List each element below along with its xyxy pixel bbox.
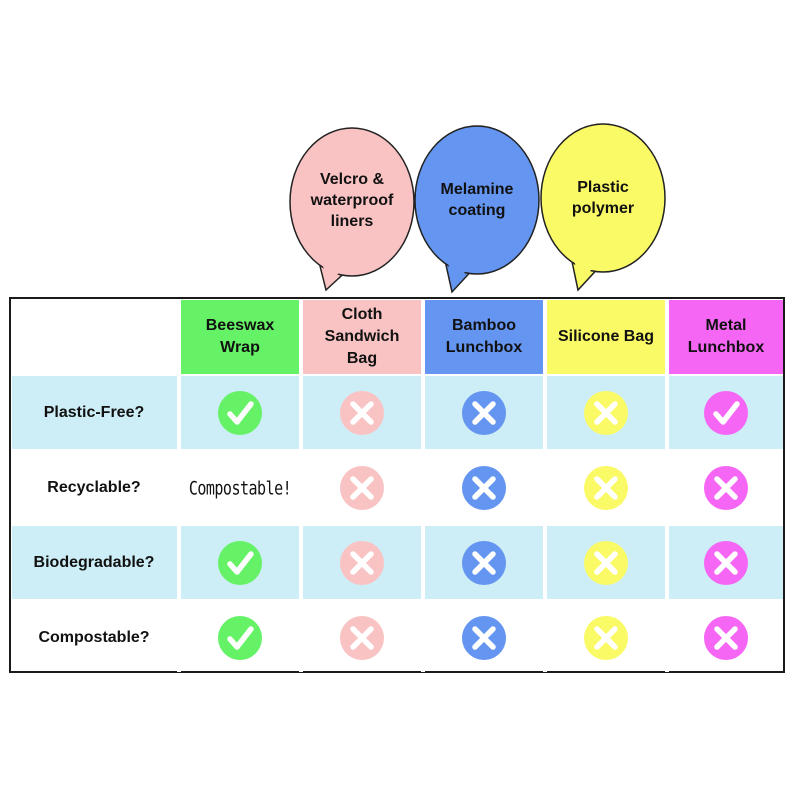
row-label-plastic-free: Plastic-Free? xyxy=(43,403,145,421)
cross-icon xyxy=(462,465,506,510)
cell-cross xyxy=(303,526,421,599)
cell-cross xyxy=(669,451,783,524)
cell-cross xyxy=(547,601,665,674)
speech-bubble-shape xyxy=(289,127,415,277)
cross-icon xyxy=(704,540,748,585)
cell-note: Compostable! xyxy=(181,451,299,524)
row-label-recyclable: Recyclable? xyxy=(47,478,141,496)
handwritten-note: Compostable! xyxy=(188,476,292,499)
cross-icon xyxy=(462,540,506,585)
column-divider xyxy=(543,376,547,672)
cross-icon xyxy=(584,540,628,585)
row-background xyxy=(12,376,783,449)
cross-icon xyxy=(340,540,384,585)
cross-icon xyxy=(704,465,748,510)
cross-icon xyxy=(584,615,628,660)
cell-cross xyxy=(547,451,665,524)
cell-cross xyxy=(303,601,421,674)
cross-icon xyxy=(584,465,628,510)
header-silicone-bag: Silicone Bag xyxy=(547,300,665,374)
cross-icon xyxy=(584,390,628,435)
speech-bubble-silicone xyxy=(540,123,666,292)
cross-icon xyxy=(462,390,506,435)
column-divider xyxy=(665,376,669,672)
check-icon xyxy=(704,390,748,435)
cell-check xyxy=(181,601,299,674)
row-label-compostable: Compostable? xyxy=(38,628,150,646)
cell-cross xyxy=(425,526,543,599)
speech-bubble-shape xyxy=(540,123,666,273)
cell-cross xyxy=(669,526,783,599)
cell-cross xyxy=(547,526,665,599)
cross-icon xyxy=(704,615,748,660)
check-icon xyxy=(218,390,262,435)
cross-icon xyxy=(340,465,384,510)
cross-icon xyxy=(462,615,506,660)
column-divider xyxy=(299,376,303,672)
cell-check xyxy=(181,376,299,449)
cell-cross xyxy=(303,376,421,449)
column-divider xyxy=(177,376,181,672)
check-icon xyxy=(218,540,262,585)
row-background xyxy=(12,526,783,599)
cell-cross xyxy=(425,601,543,674)
cell-cross xyxy=(425,376,543,449)
cell-check xyxy=(181,526,299,599)
speech-bubble-bamboo xyxy=(414,125,540,294)
cell-cross xyxy=(425,451,543,524)
speech-bubble-cloth xyxy=(289,127,415,292)
cross-icon xyxy=(340,615,384,660)
check-icon xyxy=(218,615,262,660)
cross-icon xyxy=(340,390,384,435)
cell-cross xyxy=(669,601,783,674)
cell-check xyxy=(669,376,783,449)
cell-cross xyxy=(303,451,421,524)
speech-bubble-shape xyxy=(414,125,540,275)
row-label-biodegradable: Biodegradable? xyxy=(33,553,155,571)
cell-cross xyxy=(547,376,665,449)
column-divider xyxy=(421,376,425,672)
speech-bubbles-layer xyxy=(289,123,666,294)
